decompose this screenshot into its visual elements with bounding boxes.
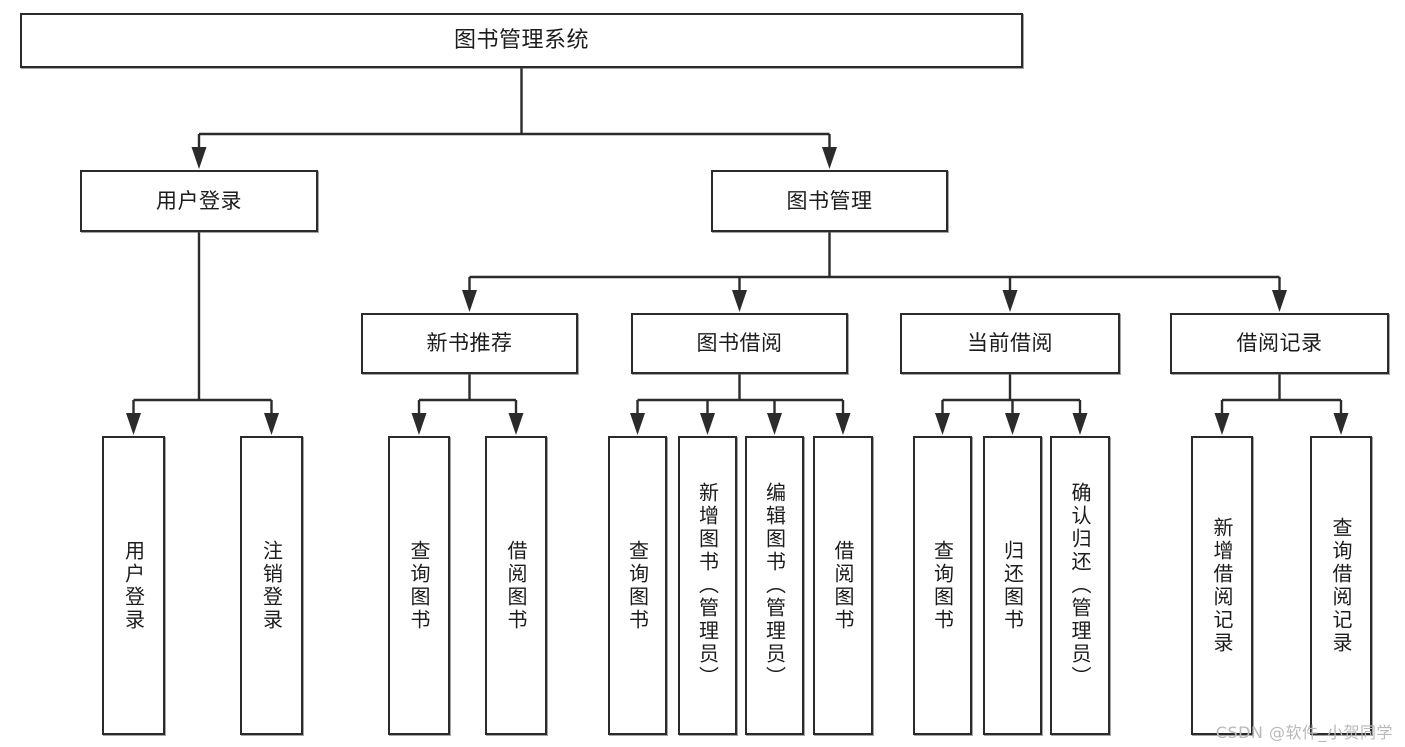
arrowhead-newbook — [462, 290, 477, 312]
arrowhead-leaf-borrow-2 — [700, 413, 715, 435]
node-borrow[interactable]: 图书借阅 — [631, 313, 848, 374]
arrowhead-leaf-cur-2 — [1005, 413, 1020, 435]
node-leaf-borrow-3[interactable]: 编辑图书（管理员） — [745, 436, 804, 735]
node-leaf-new-2[interactable]: 借阅图书 — [485, 436, 547, 735]
arrowhead-bookmgmt — [822, 147, 837, 169]
node-label-leaf-borrow-4: 借阅图书 — [831, 539, 855, 632]
node-bookmgmt[interactable]: 图书管理 — [711, 170, 948, 232]
node-label-leaf-cur-1: 查询图书 — [930, 539, 955, 632]
node-label-leaf-borrow-2: 新增图书（管理员） — [695, 482, 720, 689]
node-leaf-borrow-4[interactable]: 借阅图书 — [813, 436, 873, 735]
arrowhead-leaf-cur-1 — [935, 413, 950, 435]
node-label-leaf-cur-2: 归还图书 — [1000, 539, 1025, 632]
node-label-leaf-login-2: 注销登录 — [259, 539, 284, 632]
node-current[interactable]: 当前借阅 — [900, 313, 1120, 374]
arrowhead-leaf-borrow-1 — [630, 413, 645, 435]
arrowhead-leaf-rec-2 — [1333, 413, 1349, 435]
node-label-leaf-cur-3: 确认归还（管理员） — [1068, 482, 1092, 689]
node-label-leaf-new-1: 查询图书 — [407, 539, 431, 632]
node-leaf-cur-3[interactable]: 确认归还（管理员） — [1050, 436, 1110, 735]
node-leaf-login-1[interactable]: 用户登录 — [102, 436, 165, 735]
node-label-records: 借阅记录 — [1236, 331, 1323, 356]
arrowhead-leaf-rec-1 — [1214, 413, 1230, 435]
node-leaf-new-1[interactable]: 查询图书 — [388, 436, 450, 735]
arrowhead-borrow — [732, 290, 747, 312]
node-root[interactable]: 图书管理系统 — [20, 13, 1023, 68]
node-label-leaf-new-2: 借阅图书 — [504, 539, 528, 632]
node-leaf-cur-2[interactable]: 归还图书 — [983, 436, 1042, 735]
node-leaf-cur-1[interactable]: 查询图书 — [913, 436, 972, 735]
node-label-root: 图书管理系统 — [453, 27, 589, 53]
node-leaf-rec-1[interactable]: 新增借阅记录 — [1191, 436, 1253, 735]
node-newbook[interactable]: 新书推荐 — [361, 313, 578, 374]
arrowhead-leaf-borrow-3 — [767, 413, 782, 435]
arrowhead-leaf-login-2 — [264, 413, 279, 435]
watermark-label: CSDN @软件_小贺同学 — [1215, 723, 1393, 742]
node-label-leaf-login-1: 用户登录 — [121, 539, 146, 632]
node-label-leaf-rec-1: 新增借阅记录 — [1210, 516, 1234, 655]
node-leaf-borrow-2[interactable]: 新增图书（管理员） — [678, 436, 737, 735]
arrowhead-leaf-borrow-4 — [835, 413, 851, 435]
node-label-bookmgmt: 图书管理 — [786, 188, 873, 213]
node-label-newbook: 新书推荐 — [426, 331, 513, 356]
arrowhead-login — [191, 147, 207, 169]
arrowhead-leaf-login-1 — [126, 413, 141, 435]
node-leaf-rec-2[interactable]: 查询借阅记录 — [1310, 436, 1372, 735]
arrowhead-leaf-new-1 — [411, 413, 427, 435]
arrowhead-leaf-new-2 — [508, 413, 524, 435]
arrowhead-records — [1272, 290, 1287, 312]
node-records[interactable]: 借阅记录 — [1170, 313, 1389, 374]
node-label-leaf-rec-2: 查询借阅记录 — [1329, 516, 1353, 655]
node-login[interactable]: 用户登录 — [80, 170, 318, 232]
node-label-leaf-borrow-3: 编辑图书（管理员） — [762, 482, 787, 689]
node-label-borrow: 图书借阅 — [696, 331, 783, 356]
arrowhead-current — [1002, 290, 1018, 312]
node-label-current: 当前借阅 — [967, 331, 1053, 356]
node-leaf-login-2[interactable]: 注销登录 — [240, 436, 303, 735]
node-label-leaf-borrow-1: 查询图书 — [625, 539, 650, 632]
arrowhead-leaf-cur-3 — [1072, 413, 1088, 435]
node-leaf-borrow-1[interactable]: 查询图书 — [608, 436, 667, 735]
node-label-login: 用户登录 — [156, 188, 242, 213]
